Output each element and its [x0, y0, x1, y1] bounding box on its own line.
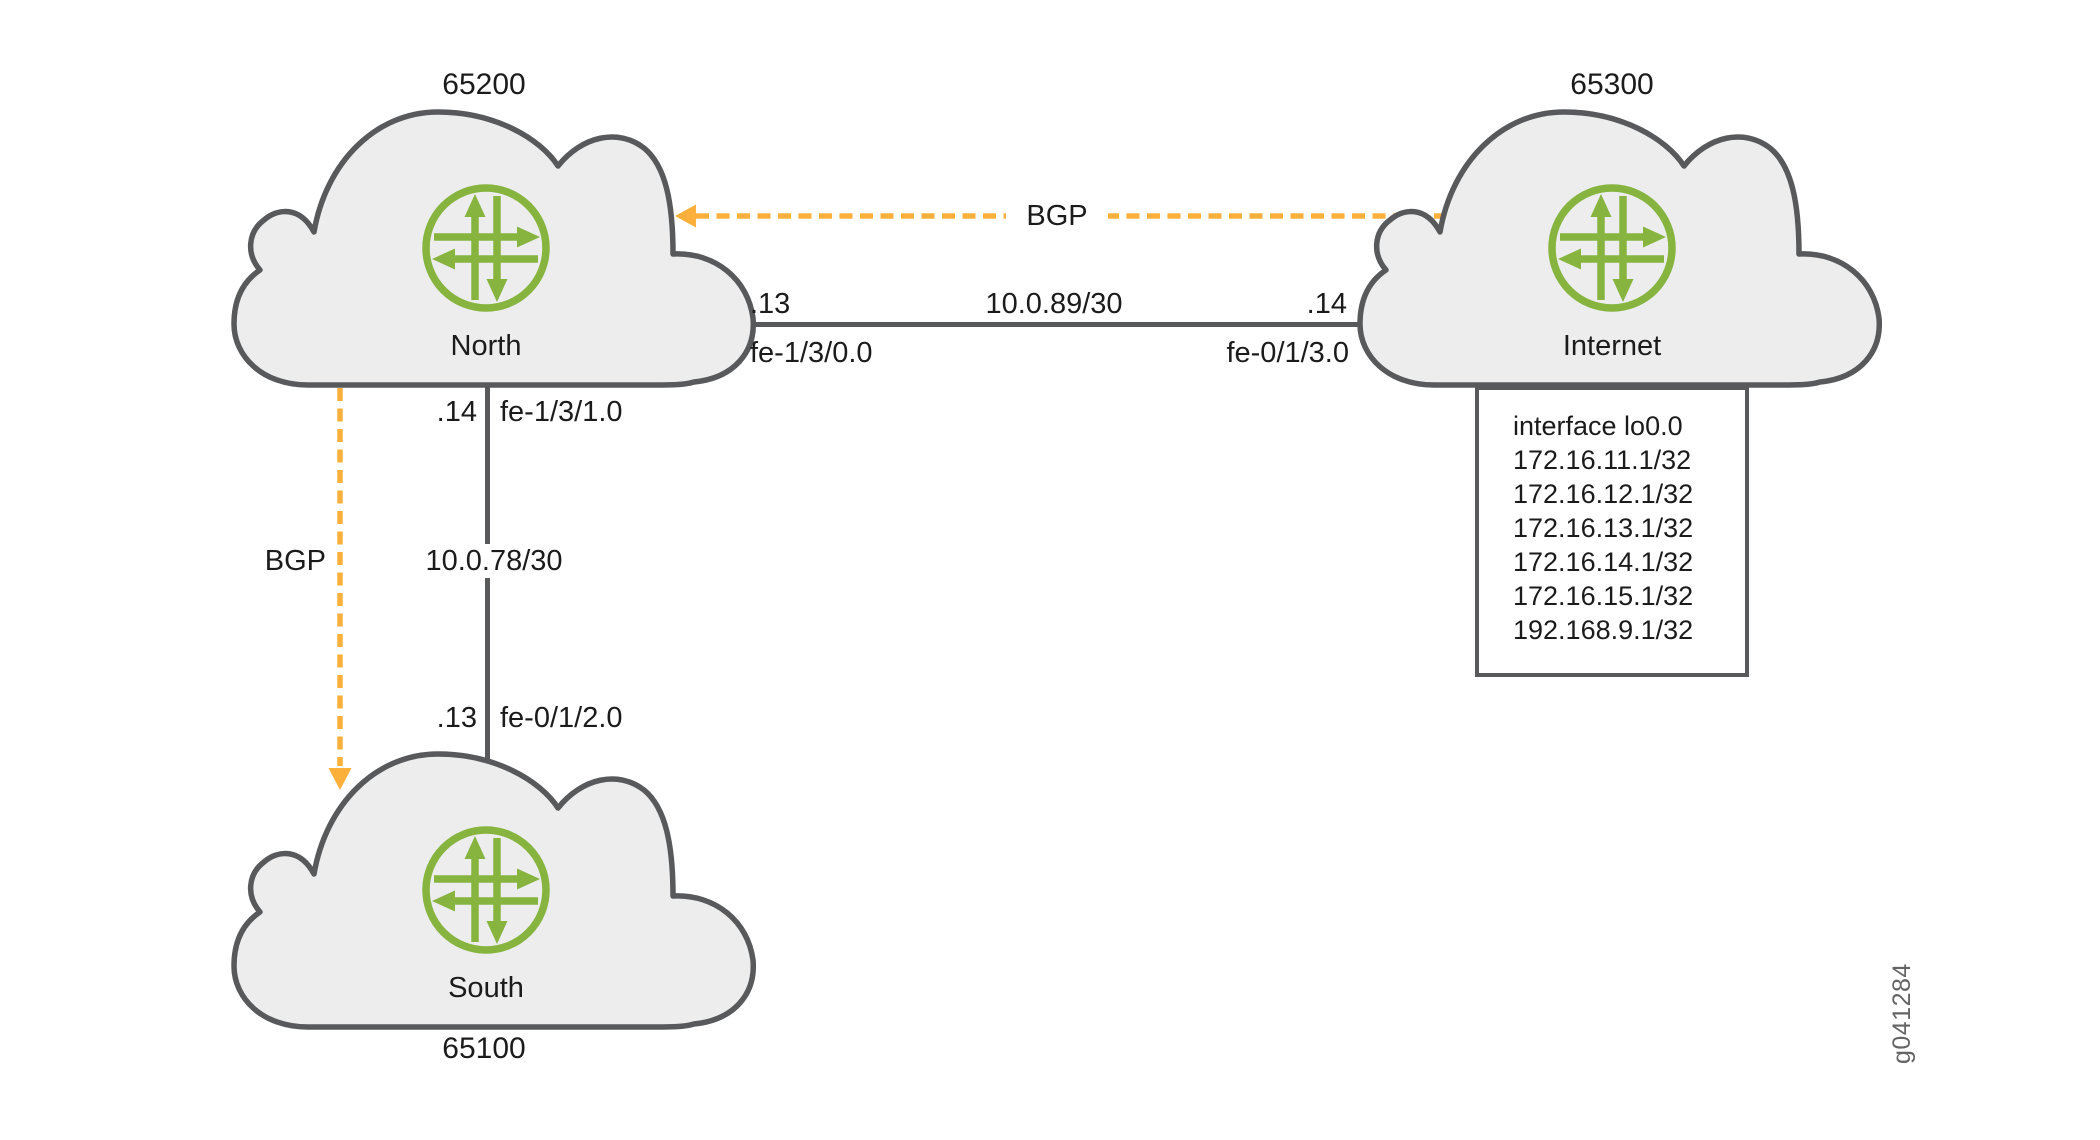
- interface-label-north-to-internet: fe-1/3/0.0: [750, 337, 873, 369]
- cloud-name-label: North: [450, 330, 522, 362]
- interface-label-internet-to-north: fe-0/1/3.0: [1226, 337, 1349, 369]
- loopback-line: 172.16.14.1/32: [1513, 547, 1694, 577]
- loopback-address-box: interface lo0.0 172.16.11.1/32 172.16.12…: [1475, 386, 1749, 677]
- as-number-label-south: 65100: [442, 1032, 526, 1065]
- ip-label-north-side: .13: [750, 288, 791, 320]
- bgp-arrow-north-to-south-icon: [328, 388, 352, 790]
- loopback-line: 172.16.15.1/32: [1513, 581, 1694, 611]
- as-cloud-internet: Internet: [1352, 104, 1882, 389]
- subnet-label-north-south: 10.0.78/30: [386, 544, 602, 578]
- cloud-name-label: Internet: [1562, 330, 1662, 362]
- as-number-label-north: 65200: [442, 68, 526, 101]
- loopback-line: 172.16.11.1/32: [1513, 445, 1692, 475]
- juniper-router-icon: [422, 184, 550, 312]
- interface-label-south-to-north: fe-0/1/2.0: [500, 702, 623, 734]
- figure-id-label: g041284: [1888, 963, 1916, 1064]
- juniper-router-icon: [422, 826, 550, 954]
- loopback-line: interface lo0.0: [1513, 411, 1683, 441]
- bgp-session-label-vertical: BGP: [264, 545, 326, 577]
- as-cloud-south: South: [226, 746, 756, 1031]
- link-north-internet: [740, 322, 1362, 327]
- interface-label-north-to-south: fe-1/3/1.0: [500, 396, 623, 428]
- loopback-line: 172.16.12.1/32: [1513, 479, 1694, 509]
- loopback-line: 192.168.9.1/32: [1513, 615, 1694, 645]
- ip-label-north-south-side: .14: [436, 396, 477, 428]
- juniper-router-icon: [1548, 184, 1676, 312]
- as-number-label-internet: 65300: [1570, 68, 1654, 101]
- cloud-name-label: South: [448, 972, 524, 1004]
- bgp-session-label-horizontal: BGP: [1006, 199, 1108, 233]
- as-cloud-north: North: [226, 104, 756, 389]
- ip-label-south-side: .13: [436, 702, 477, 734]
- subnet-label-north-internet: 10.0.89/30: [985, 288, 1123, 320]
- ip-label-internet-side: .14: [1306, 288, 1347, 320]
- loopback-line: 172.16.13.1/32: [1513, 513, 1694, 543]
